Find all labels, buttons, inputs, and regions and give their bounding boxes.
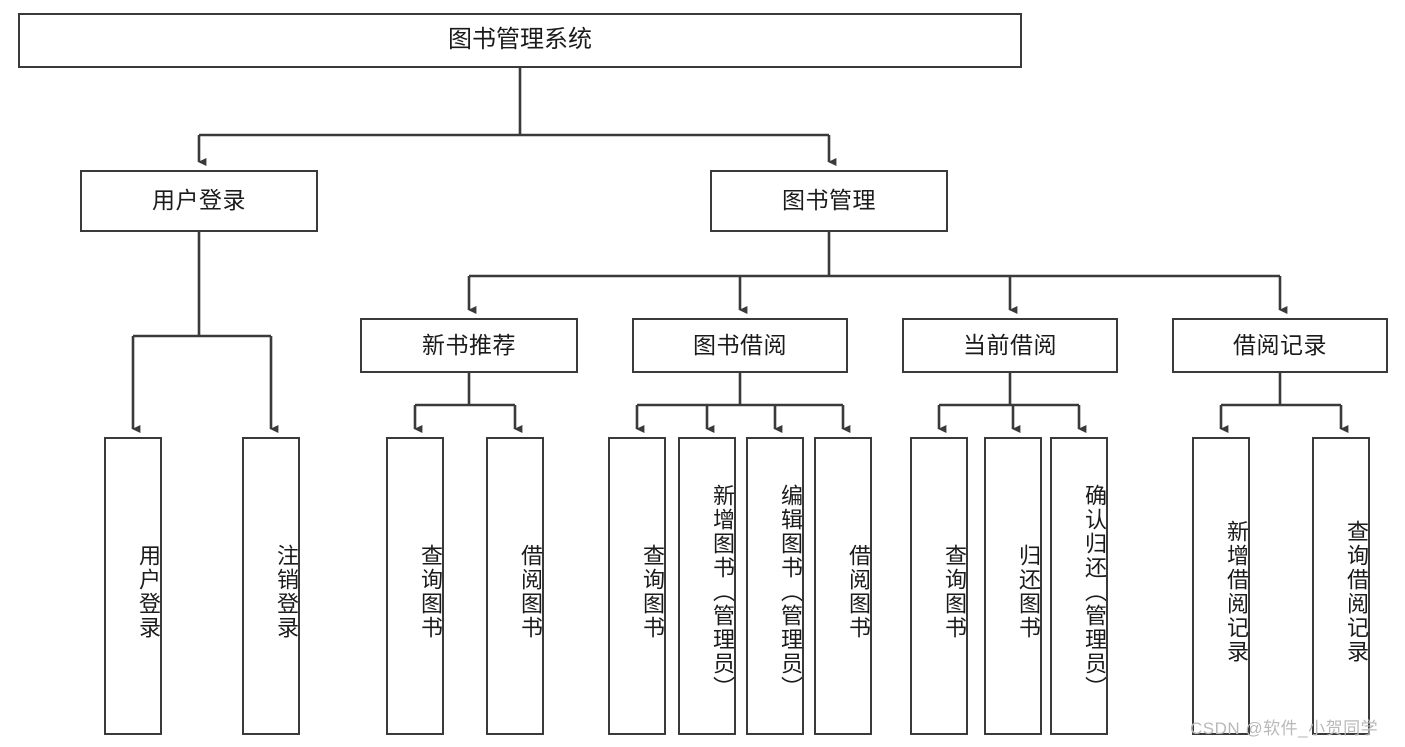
leaf-user-login[interactable]: 用户登录 bbox=[104, 437, 162, 735]
leaf-edit-book-admin[interactable]: 编辑图书（管理员） bbox=[746, 437, 804, 735]
leaf-query-book-new[interactable]: 查询图书 bbox=[386, 437, 444, 735]
leaf-query-borrow-record[interactable]: 查询借阅记录 bbox=[1312, 437, 1370, 735]
node-borrow-record[interactable]: 借阅记录 bbox=[1172, 318, 1388, 373]
leaf-label: 用户登录 bbox=[136, 544, 161, 640]
node-new-book-recommend[interactable]: 新书推荐 bbox=[360, 318, 578, 373]
leaf-label: 查询图书 bbox=[418, 544, 443, 640]
leaf-label: 借阅图书 bbox=[846, 544, 871, 640]
leaf-label: 新增借阅记录 bbox=[1224, 520, 1249, 664]
leaf-borrow-book[interactable]: 借阅图书 bbox=[814, 437, 872, 735]
leaf-label: 借阅图书 bbox=[518, 544, 543, 640]
leaf-label: 归还图书 bbox=[1016, 544, 1041, 640]
leaf-confirm-return-admin[interactable]: 确认归还（管理员） bbox=[1050, 437, 1108, 735]
node-book-management[interactable]: 图书管理 bbox=[710, 170, 948, 232]
leaf-query-book-borrow[interactable]: 查询图书 bbox=[608, 437, 666, 735]
leaf-label: 查询图书 bbox=[942, 544, 967, 640]
leaf-add-borrow-record[interactable]: 新增借阅记录 bbox=[1192, 437, 1250, 735]
leaf-add-book-admin[interactable]: 新增图书（管理员） bbox=[678, 437, 736, 735]
node-book-borrow[interactable]: 图书借阅 bbox=[632, 318, 848, 373]
leaf-label: 编辑图书（管理员） bbox=[778, 484, 803, 700]
leaf-label: 新增图书（管理员） bbox=[710, 484, 735, 700]
node-current-borrow[interactable]: 当前借阅 bbox=[902, 318, 1118, 373]
leaf-label: 查询图书 bbox=[640, 544, 665, 640]
leaf-return-book[interactable]: 归还图书 bbox=[984, 437, 1042, 735]
node-user-login[interactable]: 用户登录 bbox=[80, 170, 318, 232]
watermark-text: CSDN @软件_小贺同学 bbox=[1190, 719, 1379, 738]
leaf-label: 注销登录 bbox=[274, 544, 299, 640]
leaf-label: 查询借阅记录 bbox=[1344, 520, 1369, 664]
leaf-query-book-current[interactable]: 查询图书 bbox=[910, 437, 968, 735]
node-root-system[interactable]: 图书管理系统 bbox=[18, 13, 1022, 68]
leaf-label: 确认归还（管理员） bbox=[1082, 484, 1107, 700]
leaf-borrow-book-new[interactable]: 借阅图书 bbox=[486, 437, 544, 735]
leaf-logout[interactable]: 注销登录 bbox=[242, 437, 300, 735]
